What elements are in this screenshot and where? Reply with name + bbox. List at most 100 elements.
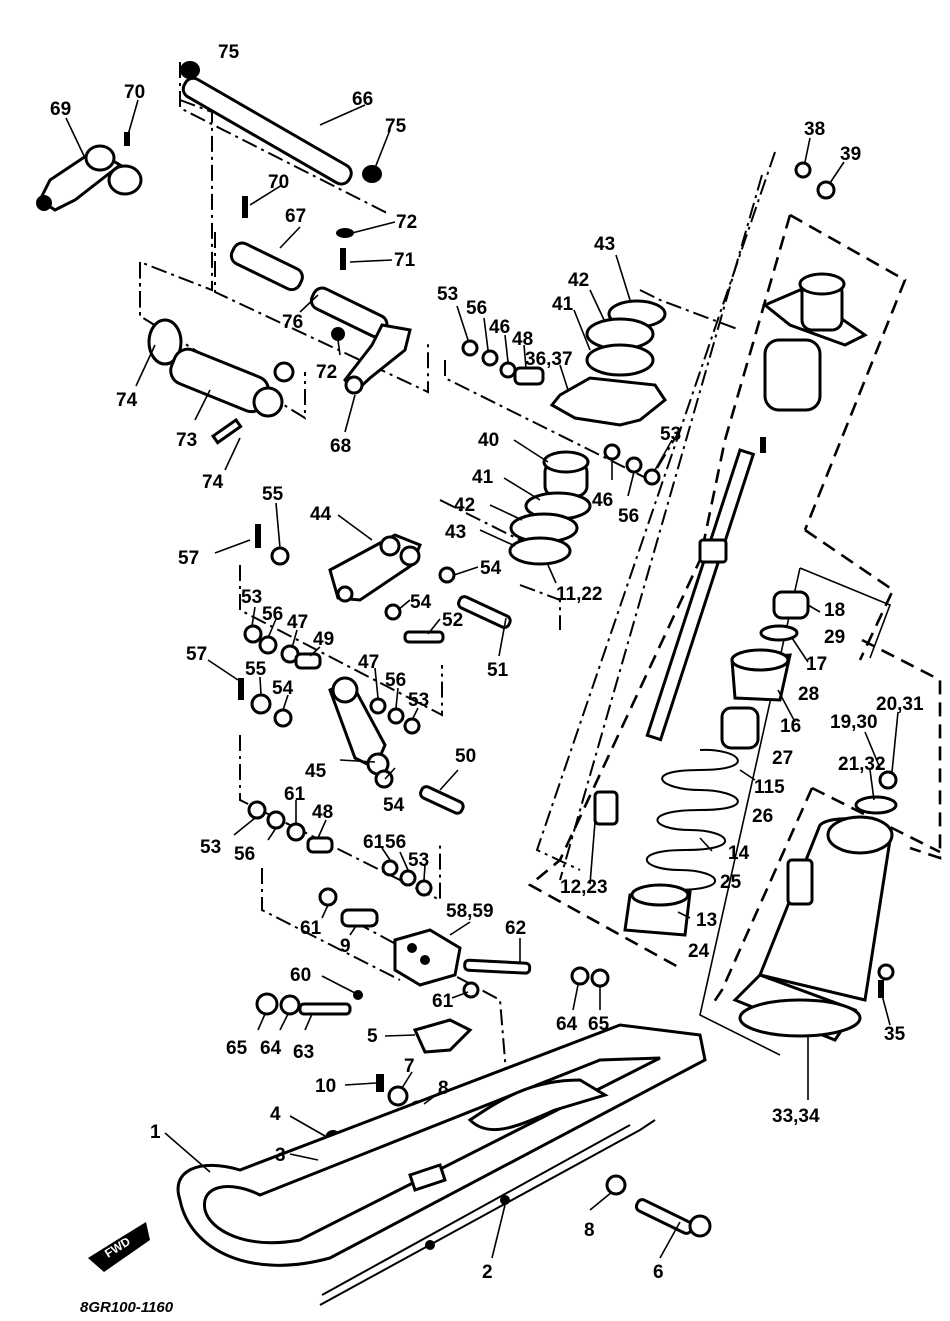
- assembly-outlines: [139, 62, 942, 1121]
- callout-14: 14: [728, 843, 750, 864]
- callout-54: 54: [272, 678, 294, 699]
- callout-28: 28: [798, 684, 819, 705]
- callout-6: 6: [653, 1262, 664, 1283]
- callout-76: 76: [282, 312, 303, 333]
- callout-29: 29: [824, 627, 845, 648]
- callout-46: 46: [592, 490, 613, 511]
- callout-36-37: 36,37: [525, 349, 573, 370]
- callout-26: 26: [752, 806, 773, 827]
- callout-53: 53: [200, 837, 221, 858]
- callout-72: 72: [396, 212, 417, 233]
- callout-64: 64: [556, 1014, 578, 1035]
- arm-69: [36, 132, 143, 212]
- callout-53: 53: [660, 424, 681, 445]
- callout-56: 56: [466, 298, 487, 319]
- callout-16: 16: [780, 716, 801, 737]
- shaft-73: [147, 318, 295, 445]
- bushing-stack: [461, 299, 668, 566]
- callout-53: 53: [408, 850, 429, 871]
- callout-12-23: 12,23: [560, 877, 608, 898]
- callout-56: 56: [618, 506, 639, 527]
- callout-55: 55: [262, 484, 284, 505]
- callout-61: 61: [432, 991, 454, 1012]
- callout-24: 24: [688, 941, 710, 962]
- callout-51: 51: [487, 660, 509, 681]
- rod-66: [180, 61, 382, 186]
- callout-42: 42: [568, 270, 589, 291]
- callout-53: 53: [241, 587, 262, 608]
- callout-38: 38: [804, 119, 825, 140]
- callout-45: 45: [305, 761, 327, 782]
- callout-8: 8: [438, 1078, 449, 1099]
- callout-115: 115: [754, 777, 785, 798]
- callout-62: 62: [505, 918, 526, 939]
- callout-42: 42: [454, 495, 475, 516]
- callout-58-59: 58,59: [446, 901, 494, 922]
- callout-18: 18: [824, 600, 845, 621]
- callout-3: 3: [275, 1145, 286, 1166]
- link-45: [238, 624, 465, 815]
- callout-61: 61: [284, 784, 306, 805]
- callout-10: 10: [315, 1076, 336, 1097]
- callout-21-32: 21,32: [838, 754, 886, 775]
- callout-48: 48: [312, 802, 333, 823]
- callout-53: 53: [408, 690, 429, 711]
- callout-50: 50: [455, 746, 476, 767]
- callout-13: 13: [696, 910, 717, 931]
- callout-8: 8: [584, 1220, 595, 1241]
- callout-46: 46: [489, 317, 510, 338]
- parts: FWD: [36, 61, 898, 1306]
- callout-64: 64: [260, 1038, 282, 1059]
- fwd-arrow-icon: FWD: [88, 1222, 150, 1272]
- callout-49: 49: [313, 629, 334, 650]
- callout-11-22: 11,22: [556, 584, 603, 605]
- callout-43: 43: [594, 234, 615, 255]
- callout-47: 47: [358, 652, 379, 673]
- callout-2: 2: [482, 1262, 493, 1283]
- callout-67: 67: [285, 206, 306, 227]
- callout-73: 73: [176, 430, 197, 451]
- callout-54: 54: [383, 795, 405, 816]
- callout-71: 71: [394, 250, 416, 271]
- callout-33-34: 33,34: [772, 1106, 820, 1127]
- callout-70: 70: [124, 82, 145, 103]
- callout-61: 61: [300, 918, 322, 939]
- callout-1: 1: [150, 1122, 161, 1143]
- callout-56: 56: [234, 844, 255, 865]
- callout-35: 35: [884, 1024, 906, 1045]
- diagram-code: 8GR100-1160: [80, 1299, 174, 1316]
- callout-74: 74: [116, 390, 138, 411]
- strut-rod: [593, 437, 766, 826]
- top-mount: [762, 161, 868, 412]
- callout-44: 44: [310, 504, 332, 525]
- callout-69: 69: [50, 99, 71, 120]
- callout-7: 7: [404, 1056, 415, 1077]
- callout-68: 68: [330, 436, 351, 457]
- spring-assembly: [623, 590, 810, 937]
- callout-4: 4: [270, 1104, 281, 1125]
- callout-61: 61: [363, 832, 385, 853]
- ski-1: [176, 1023, 712, 1306]
- callout-labels: 75 70 69 66 75 70 67 72 71 76 72 68 74 7…: [50, 42, 924, 1283]
- callout-20-31: 20,31: [876, 694, 924, 715]
- callout-47: 47: [287, 612, 308, 633]
- callout-63: 63: [293, 1042, 314, 1063]
- callout-75: 75: [218, 42, 240, 63]
- callout-5: 5: [367, 1026, 378, 1047]
- callout-65: 65: [588, 1014, 610, 1035]
- callout-25: 25: [720, 872, 742, 893]
- leader-lines: [65, 99, 899, 1259]
- callout-70: 70: [268, 172, 289, 193]
- callout-17: 17: [806, 654, 827, 675]
- callout-60: 60: [290, 965, 311, 986]
- callout-56: 56: [262, 604, 283, 625]
- callout-27: 27: [772, 748, 793, 769]
- callout-48: 48: [512, 329, 533, 350]
- callout-52: 52: [442, 610, 463, 631]
- callout-9: 9: [340, 936, 351, 957]
- callout-39: 39: [840, 144, 861, 165]
- callout-43: 43: [445, 522, 466, 543]
- callout-54: 54: [480, 558, 502, 579]
- callout-19-30: 19,30: [830, 712, 878, 733]
- callout-56: 56: [385, 670, 406, 691]
